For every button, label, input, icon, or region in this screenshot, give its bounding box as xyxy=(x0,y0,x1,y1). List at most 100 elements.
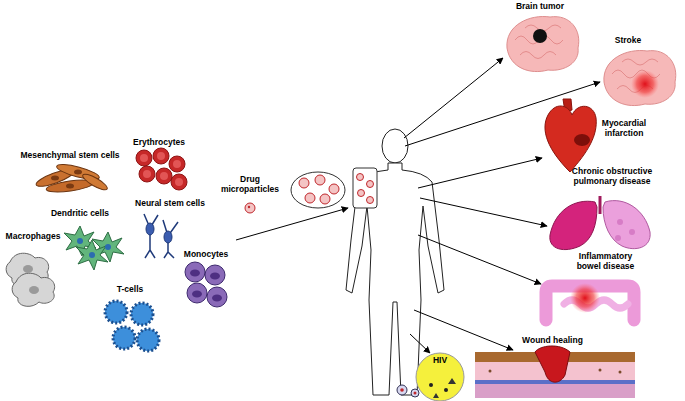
skin-wound xyxy=(475,346,635,398)
monocyte xyxy=(187,283,207,303)
node-label: Myocardial infarction xyxy=(596,119,652,139)
monocyte-nucleus xyxy=(190,270,200,277)
node-label: Chronic obstructive pulmonary disease xyxy=(562,167,662,187)
mesenchymal-cells xyxy=(34,161,109,194)
microparticle xyxy=(367,181,374,188)
particle-container xyxy=(291,172,345,208)
node-label: Erythrocytes xyxy=(128,138,190,148)
arrow-hiv xyxy=(410,334,430,353)
virion xyxy=(411,389,419,397)
arrow-lungs xyxy=(420,198,547,226)
disease-node: Brain tumor xyxy=(500,2,580,76)
stroke-lesion xyxy=(631,70,659,98)
macrophage-cell xyxy=(12,273,55,306)
particle-drug xyxy=(248,206,250,208)
microparticle xyxy=(299,178,309,188)
neuron-body xyxy=(164,231,172,243)
virion xyxy=(397,385,407,395)
red-cell-center xyxy=(160,172,168,180)
red-cell xyxy=(153,148,169,164)
microparticle xyxy=(305,193,315,203)
monocyte xyxy=(207,287,227,307)
microparticle xyxy=(315,175,325,185)
microparticle xyxy=(367,197,374,204)
stroke-brain xyxy=(604,51,676,106)
microparticle xyxy=(329,184,339,194)
monocyte-nucleus xyxy=(212,295,222,302)
arrow-stroke xyxy=(405,82,600,146)
macrophage-nucleus xyxy=(23,265,33,273)
arrow-wound xyxy=(414,310,513,350)
skin-cell xyxy=(489,370,492,373)
msc-cell xyxy=(81,172,109,193)
disease-node: Myocardial infarction xyxy=(596,119,652,143)
macrophages xyxy=(6,253,55,306)
dendritic-cell xyxy=(76,240,108,270)
alveolus xyxy=(615,235,621,241)
virion-inside xyxy=(444,388,448,392)
infected-cell xyxy=(416,353,464,401)
red-cell-center xyxy=(157,152,165,160)
wound xyxy=(535,346,570,382)
red-cell xyxy=(169,156,185,172)
heart xyxy=(545,99,596,172)
virion-core xyxy=(400,388,404,392)
cell-type-node: Macrophages xyxy=(3,232,63,302)
cell-type-node: Mesenchymal stem cells xyxy=(15,151,125,195)
neuron-processes xyxy=(144,214,178,258)
disease-node: Stroke xyxy=(598,36,658,110)
node-label: Brain tumor xyxy=(500,2,580,12)
lungs xyxy=(550,196,650,250)
microparticle xyxy=(320,194,330,204)
bowel xyxy=(546,283,634,320)
dendritic-nucleus xyxy=(89,252,95,258)
tumor xyxy=(533,29,547,43)
dendritic-nucleus xyxy=(105,244,111,250)
alveolus xyxy=(617,219,623,225)
inflammation xyxy=(570,283,600,313)
red-cell xyxy=(156,168,172,184)
t-cell xyxy=(137,329,159,351)
heart-outline xyxy=(545,106,596,172)
node-label: Neural stem cells xyxy=(130,199,210,209)
hiv-cell xyxy=(397,353,464,401)
dendritic-cells xyxy=(64,226,124,270)
node-label: Stroke xyxy=(598,36,658,46)
brain-shape xyxy=(604,51,676,106)
neural-stem-cells xyxy=(144,214,178,258)
monocytes xyxy=(185,262,227,307)
monocyte-nucleus xyxy=(210,273,220,280)
infarct xyxy=(574,134,590,146)
microparticle xyxy=(357,174,364,181)
red-cell-center xyxy=(143,170,151,178)
t-cells xyxy=(105,301,159,351)
brain-tumor-brain xyxy=(507,17,579,72)
msc-nucleus xyxy=(51,176,59,181)
red-cell xyxy=(171,174,187,190)
cell-type-node: Monocytes xyxy=(180,250,232,314)
neuron-body xyxy=(146,223,154,235)
red-cell-center xyxy=(175,178,183,186)
disease-node: HIV xyxy=(425,356,455,376)
red-cell xyxy=(136,150,152,166)
right-lung xyxy=(603,201,650,249)
msc-nucleus xyxy=(74,170,82,175)
macrophage-nucleus xyxy=(29,286,39,294)
t-cell xyxy=(105,301,127,323)
skin-cell xyxy=(599,369,602,372)
arrow-heart xyxy=(418,158,542,188)
arrow-bowel xyxy=(418,235,541,284)
node-label: Monocytes xyxy=(180,250,232,260)
red-cell-center xyxy=(173,160,181,168)
t-cell xyxy=(131,303,153,325)
disease-node: Wound healing xyxy=(515,336,590,396)
erythrocytes xyxy=(136,148,187,190)
node-label: Dendritic cells xyxy=(40,209,120,219)
cell-type-node: Erythrocytes xyxy=(128,138,190,194)
alveolus xyxy=(629,229,635,235)
trachea xyxy=(599,196,602,214)
dendritic-nucleus xyxy=(77,238,83,244)
node-label: T-cells xyxy=(100,285,160,295)
